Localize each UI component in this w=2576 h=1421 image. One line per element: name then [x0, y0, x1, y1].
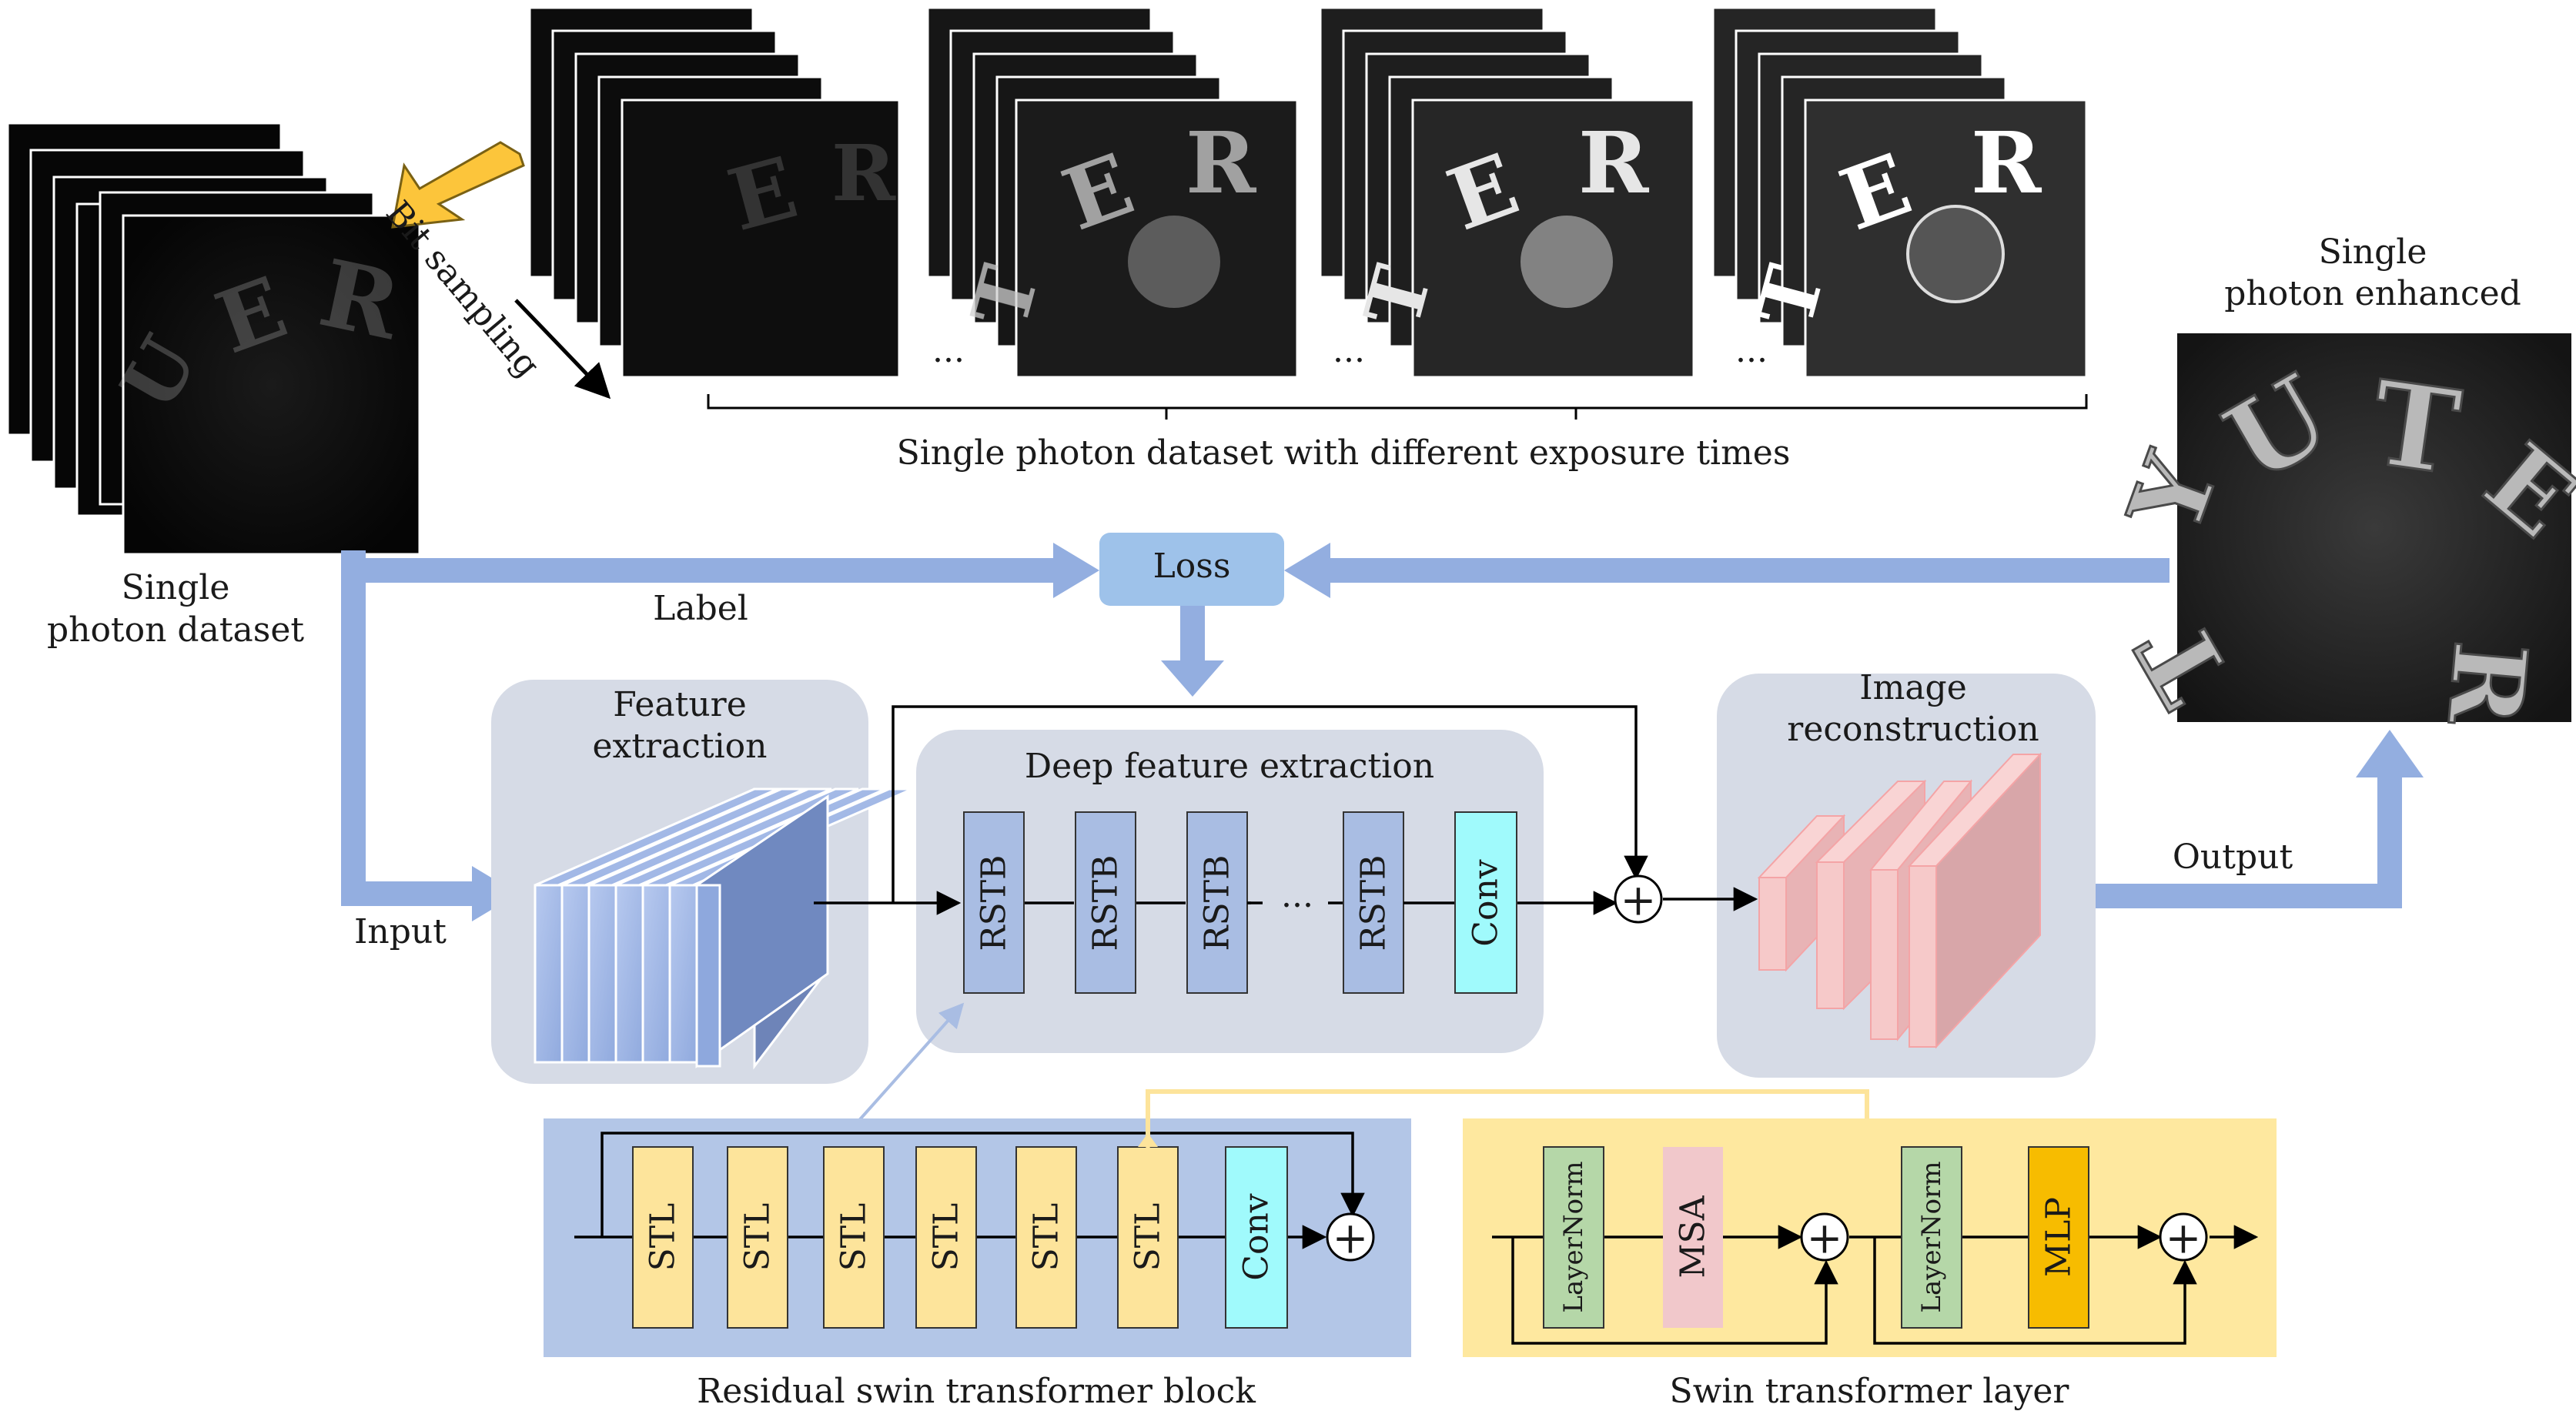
dataset-label-line1: Single	[122, 568, 230, 607]
rstb-caption: Residual swin transformer block	[697, 1372, 1256, 1411]
svg-text:STL: STL	[644, 1203, 683, 1272]
rstb-ellipsis: ...	[1281, 876, 1313, 915]
single-photon-dataset-stack: R E U	[6, 122, 421, 556]
rstb-conv-block: Conv	[1225, 1146, 1288, 1329]
exposure-stack-3: R E T	[1319, 6, 1695, 379]
svg-text:STL: STL	[1027, 1203, 1066, 1272]
enhanced-label-line2: photon enhanced	[2224, 274, 2521, 313]
svg-text:Conv: Conv	[1467, 859, 1506, 946]
bit-sampling-arrow	[514, 299, 611, 400]
dfe-conv-block: Conv	[1454, 811, 1517, 994]
exposure-bracket	[707, 394, 2088, 420]
svg-text:STL: STL	[1129, 1203, 1168, 1272]
exposure-stack-1: E R	[528, 6, 901, 379]
svg-text:STL: STL	[927, 1203, 966, 1272]
rstb-add-node: +	[1326, 1212, 1375, 1264]
stl-block-6: STL	[1117, 1146, 1179, 1329]
svg-text:STL: STL	[738, 1203, 778, 1272]
stl-add-node-2: +	[2159, 1212, 2208, 1264]
input-arrow-text: Input	[354, 912, 447, 951]
feature-extraction-title-2: extraction	[592, 727, 767, 766]
rstb-detail-pointer	[853, 1002, 965, 1127]
label-arrow-text: Label	[653, 589, 748, 628]
svg-text:R: R	[1186, 113, 1257, 212]
enhanced-label-line1: Single	[2319, 232, 2427, 272]
rstb-detail-connections	[574, 1132, 1365, 1249]
ellipsis-3: ...	[1735, 331, 1768, 370]
svg-text:RSTB: RSTB	[1354, 855, 1393, 951]
rstb-block-2: RSTB	[1075, 811, 1136, 994]
stl-detail-connections	[1492, 1225, 2259, 1345]
rstb-block-3: RSTB	[1186, 811, 1248, 994]
stl-block-5: STL	[1015, 1146, 1077, 1329]
rstb-block-1: RSTB	[963, 811, 1025, 994]
svg-text:+: +	[1807, 1214, 1843, 1264]
svg-text:Loss: Loss	[1153, 547, 1231, 586]
svg-text:+: +	[2166, 1214, 2202, 1264]
svg-text:STL: STL	[835, 1203, 874, 1272]
exposure-stack-2: R E T	[926, 6, 1299, 379]
svg-text:RSTB: RSTB	[1086, 855, 1126, 951]
image-reconstruction-title-1: Image	[1859, 668, 1967, 707]
svg-text:+: +	[1333, 1214, 1369, 1264]
stl-add-node-1: +	[1800, 1212, 1849, 1264]
feature-extraction-title-1: Feature	[613, 685, 747, 724]
stl-caption: Swin transformer layer	[1670, 1372, 2070, 1411]
svg-text:RSTB: RSTB	[1198, 855, 1237, 951]
exposure-stack-4: R E T	[1711, 6, 2088, 379]
image-reconstruction-title-2: reconstruction	[1787, 710, 2039, 749]
dataset-label-line2: photon dataset	[47, 610, 304, 650]
stl-msa-block: MSA	[1663, 1147, 1723, 1328]
flow-arrows	[341, 543, 2424, 921]
stl-block-2: STL	[727, 1146, 788, 1329]
output-arrow-text: Output	[2173, 838, 2293, 877]
loss-box: Loss	[1099, 533, 1284, 606]
stl-block-1: STL	[632, 1146, 694, 1329]
deep-feature-extraction-title: Deep feature extraction	[1025, 747, 1434, 786]
svg-text:R: R	[1578, 113, 1650, 212]
stl-layernorm-2: LayerNorm	[1901, 1146, 1962, 1329]
enhanced-output-image: T E R U Y T	[2104, 333, 2576, 732]
svg-text:R: R	[831, 128, 896, 219]
svg-text:MLP: MLP	[2039, 1197, 2079, 1277]
svg-text:R: R	[2425, 637, 2550, 731]
stl-block-3: STL	[823, 1146, 885, 1329]
stl-mlp-block: MLP	[2028, 1146, 2089, 1329]
svg-text:T: T	[2364, 355, 2467, 501]
stl-detail-pointer	[1129, 1089, 1869, 1181]
image-reconstruction-slabs	[1757, 752, 2042, 1049]
ellipsis-1: ...	[932, 331, 965, 370]
rstb-block-4: RSTB	[1343, 811, 1404, 994]
svg-text:LayerNorm: LayerNorm	[1558, 1161, 1589, 1312]
svg-text:R: R	[1971, 113, 2042, 212]
svg-text:+: +	[1621, 876, 1657, 926]
svg-text:MSA: MSA	[1674, 1195, 1713, 1278]
stl-layernorm-1: LayerNorm	[1543, 1146, 1604, 1329]
ellipsis-2: ...	[1333, 331, 1365, 370]
svg-text:LayerNorm: LayerNorm	[1916, 1161, 1947, 1312]
stl-block-4: STL	[915, 1146, 977, 1329]
yellow-sampling-arrow	[391, 141, 525, 229]
exposure-caption: Single photon dataset with different exp…	[897, 433, 1791, 473]
residual-add-node: +	[1614, 874, 1663, 926]
svg-text:RSTB: RSTB	[975, 855, 1014, 951]
feature-extraction-slabs	[534, 787, 913, 1070]
svg-text:Conv: Conv	[1237, 1193, 1276, 1280]
